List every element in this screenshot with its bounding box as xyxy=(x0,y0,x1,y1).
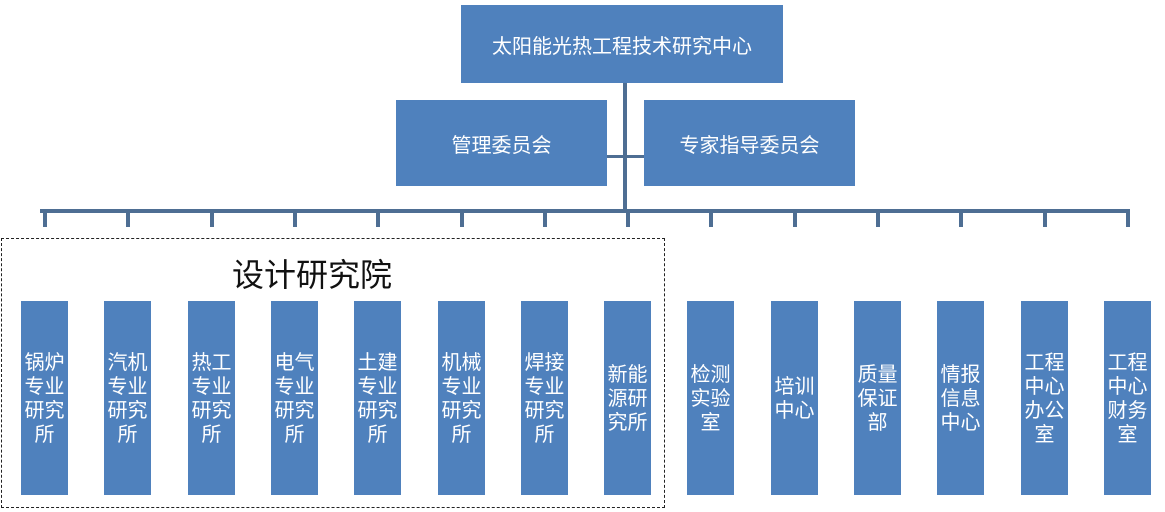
root-node-label: 太阳能光热工程技术研究中心 xyxy=(492,33,752,58)
unit-label: 情报信息中心 xyxy=(940,362,981,434)
design-institute-title: 设计研究院 xyxy=(232,256,393,294)
unit-label: 工程中心办公室 xyxy=(1024,350,1065,446)
unit-box: 新能源研究所 xyxy=(604,301,651,495)
committee-management: 管理委员会 xyxy=(396,100,607,186)
unit-drop-line xyxy=(959,209,963,227)
unit-box: 电气专业研究所 xyxy=(271,301,318,495)
unit-label: 锅炉专业研究所 xyxy=(24,350,65,446)
unit-label: 新能源研究所 xyxy=(607,362,648,434)
unit-label: 质量保证部 xyxy=(857,362,898,434)
unit-box: 土建专业研究所 xyxy=(354,301,401,495)
unit-drop-line xyxy=(1126,209,1130,227)
unit-label: 工程中心财务室 xyxy=(1107,350,1148,446)
unit-label: 检测实验室 xyxy=(690,362,731,434)
unit-drop-line xyxy=(876,209,880,227)
unit-drop-line xyxy=(43,209,47,227)
unit-label: 热工专业研究所 xyxy=(191,350,232,446)
unit-drop-line xyxy=(1043,209,1047,227)
unit-box: 工程中心财务室 xyxy=(1104,301,1151,495)
unit-label: 培训中心 xyxy=(774,374,815,422)
unit-drop-line xyxy=(210,209,214,227)
unit-label: 汽机专业研究所 xyxy=(107,350,148,446)
unit-box: 热工专业研究所 xyxy=(188,301,235,495)
unit-label: 土建专业研究所 xyxy=(357,350,398,446)
unit-box: 工程中心办公室 xyxy=(1021,301,1068,495)
unit-box: 检测实验室 xyxy=(687,301,734,495)
unit-drop-line xyxy=(376,209,380,227)
unit-box: 锅炉专业研究所 xyxy=(21,301,68,495)
committee-expert-label: 专家指导委员会 xyxy=(679,132,820,157)
unit-drop-line xyxy=(126,209,130,227)
unit-box: 质量保证部 xyxy=(854,301,901,495)
horizontal-bus-line xyxy=(40,209,1128,213)
unit-drop-line xyxy=(293,209,297,227)
committee-expert: 专家指导委员会 xyxy=(644,100,855,186)
unit-label: 机械专业研究所 xyxy=(441,350,482,446)
unit-drop-line xyxy=(793,209,797,227)
committee-connector-line xyxy=(607,155,644,158)
unit-drop-line xyxy=(460,209,464,227)
root-node: 太阳能光热工程技术研究中心 xyxy=(461,5,783,83)
committee-management-label: 管理委员会 xyxy=(451,132,552,157)
unit-box: 汽机专业研究所 xyxy=(104,301,151,495)
unit-box: 培训中心 xyxy=(771,301,818,495)
root-trunk-line xyxy=(623,83,627,213)
unit-box: 焊接专业研究所 xyxy=(521,301,568,495)
unit-drop-line xyxy=(626,209,630,227)
unit-drop-line xyxy=(543,209,547,227)
unit-drop-line xyxy=(709,209,713,227)
unit-box: 情报信息中心 xyxy=(937,301,984,495)
unit-box: 机械专业研究所 xyxy=(438,301,485,495)
design-institute-group xyxy=(1,238,665,508)
unit-label: 焊接专业研究所 xyxy=(524,350,565,446)
unit-label: 电气专业研究所 xyxy=(274,350,315,446)
